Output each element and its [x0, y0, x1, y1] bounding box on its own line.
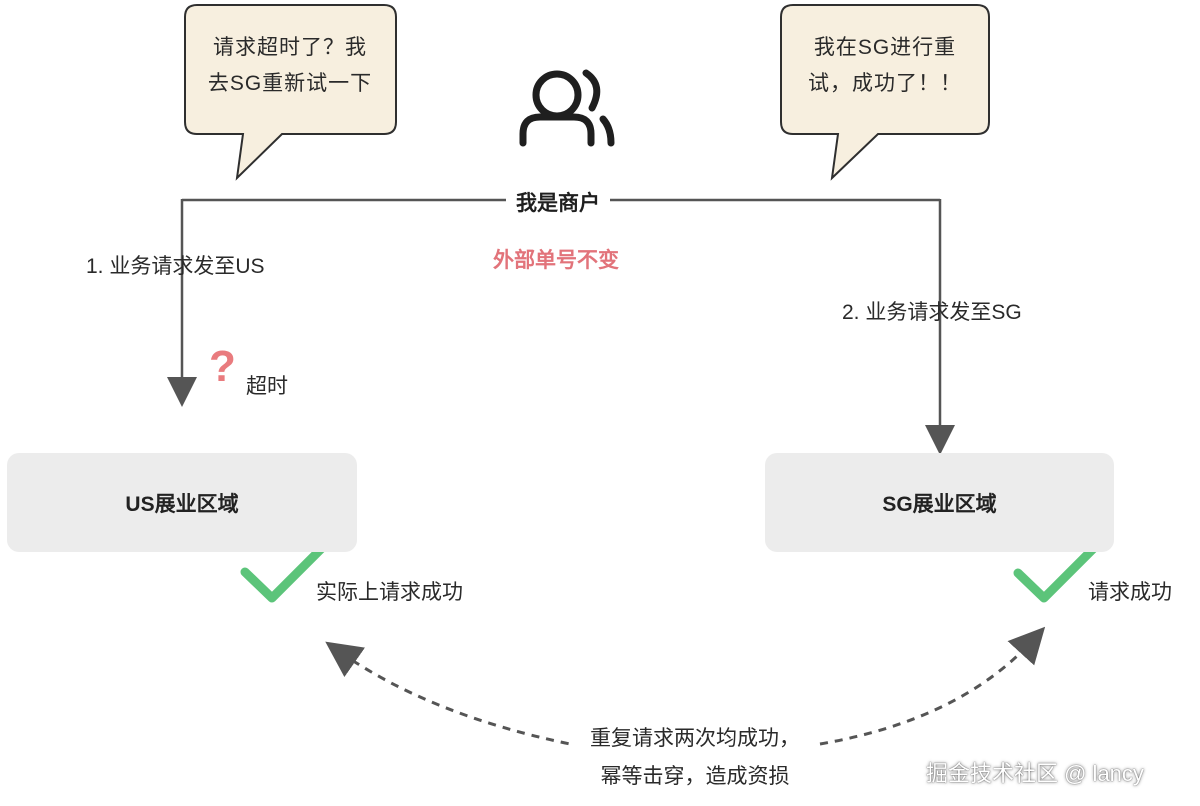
timeout-label: 超时	[246, 375, 288, 398]
right-bubble-line-1: 我在SG进行重	[813, 36, 957, 59]
left-bubble-line-1: 请求超时了？我	[213, 36, 367, 59]
us-region-label: US展业区域	[125, 492, 239, 516]
watermark: 掘金技术社区 @ lancy	[926, 761, 1144, 786]
right-bubble-text: 我在SG进行重 试，成功了！！	[786, 30, 984, 102]
order-note: 外部单号不变	[493, 249, 619, 272]
right-speech-bubble	[780, 4, 990, 181]
left-bubble-line-2: 去SG重新试一下	[207, 72, 373, 95]
question-mark-icon: ?	[209, 342, 236, 391]
us-success-checkmark-icon	[240, 538, 332, 603]
merchant-label: 我是商户	[506, 187, 610, 217]
sg-success-checkmark-icon	[1013, 538, 1104, 603]
us-region-box: US展业区域	[7, 453, 357, 552]
step-us-label: 1. 业务请求发至US	[86, 255, 265, 278]
left-bubble-text: 请求超时了？我 去SG重新试一下	[190, 30, 390, 102]
right-bubble-line-2: 试，成功了！！	[808, 72, 962, 95]
sg-success-label: 请求成功	[1088, 581, 1172, 604]
conclusion-line-1: 重复请求两次均成功，	[590, 727, 800, 750]
duplicate-request-arrow-right	[819, 626, 1046, 746]
conclusion-line-2: 幂等击穿，造成资损	[600, 765, 790, 788]
sg-region-box: SG展业区域	[765, 453, 1114, 552]
left-speech-bubble	[184, 4, 397, 181]
step-sg-label: 2. 业务请求发至SG	[842, 301, 1022, 324]
users-icon	[519, 69, 615, 147]
conclusion-text: 重复请求两次均成功， 幂等击穿，造成资损	[560, 720, 830, 796]
us-success-label: 实际上请求成功	[316, 581, 463, 604]
sg-region-label: SG展业区域	[882, 492, 997, 516]
duplicate-request-arrow	[325, 641, 571, 746]
